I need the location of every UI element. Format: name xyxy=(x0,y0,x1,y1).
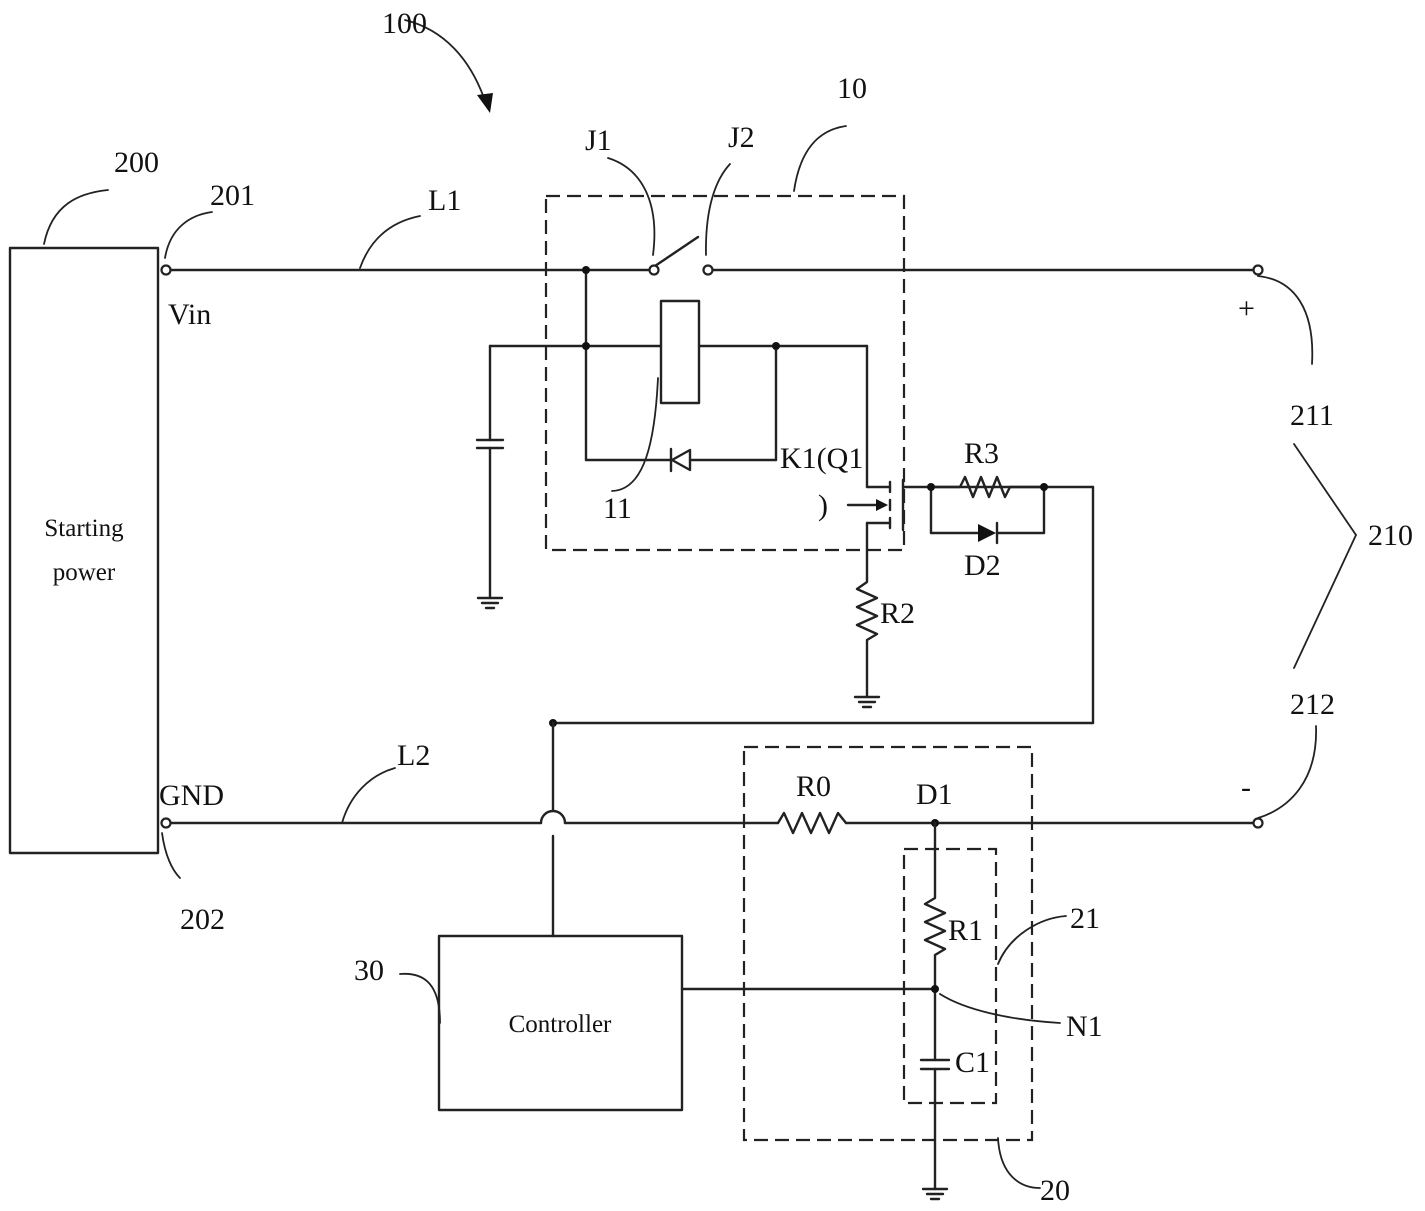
rc-branch xyxy=(682,823,949,1199)
resistor-r0 xyxy=(778,813,846,833)
diode-d2 xyxy=(978,524,996,542)
label-plus: + xyxy=(1238,292,1255,325)
resistor-r2 xyxy=(855,578,879,707)
contact-j2 xyxy=(704,266,713,275)
label-210: 210 xyxy=(1368,519,1413,552)
label-211: 211 xyxy=(1290,399,1334,432)
terminal-201 xyxy=(162,266,171,275)
switch-module-outline xyxy=(546,196,904,550)
label-d2: D2 xyxy=(964,549,1001,582)
label-n1: N1 xyxy=(1066,1010,1103,1043)
label-20: 20 xyxy=(1040,1174,1070,1207)
terminal-212 xyxy=(1254,819,1263,828)
label-30: 30 xyxy=(354,954,384,987)
label-gnd: GND xyxy=(159,779,224,812)
label-r1: R1 xyxy=(948,914,983,947)
contact-j1 xyxy=(650,266,659,275)
relay-coil xyxy=(661,301,699,403)
line-l1 xyxy=(170,237,1253,270)
label-c1: C1 xyxy=(955,1046,990,1079)
starting-power-label-1: Starting xyxy=(44,515,124,542)
freewheel-diode xyxy=(672,450,690,470)
label-d1: D1 xyxy=(916,778,953,811)
label-201: 201 xyxy=(210,179,255,212)
relay-switch-blade xyxy=(655,237,698,266)
label-100: 100 xyxy=(382,7,427,40)
label-j1: J1 xyxy=(585,124,612,157)
label-k1-q1: K1(Q1 xyxy=(780,442,863,475)
resistor-r1 xyxy=(925,823,945,1060)
label-l1: L1 xyxy=(428,184,461,217)
detect-module-outline xyxy=(744,747,1032,1140)
label-r0: R0 xyxy=(796,770,831,803)
label-21: 21 xyxy=(1070,902,1100,935)
label-vin: Vin xyxy=(168,298,211,331)
label-10: 10 xyxy=(837,72,867,105)
label-j2: J2 xyxy=(728,121,755,154)
terminal-211 xyxy=(1254,266,1263,275)
label-200: 200 xyxy=(114,146,159,179)
starting-power-block: Starting power xyxy=(10,248,158,853)
label-r2: R2 xyxy=(880,597,915,630)
starting-power-label-2: power xyxy=(53,559,116,586)
label-212: 212 xyxy=(1290,688,1335,721)
label-11: 11 xyxy=(603,492,632,525)
input-capacitor xyxy=(477,346,503,608)
label-k1-q1-close: ) xyxy=(818,489,828,522)
terminal-202 xyxy=(162,819,171,828)
label-202: 202 xyxy=(180,903,225,936)
label-l2: L2 xyxy=(397,739,430,772)
line-l2 xyxy=(170,811,1253,833)
controller-block: Controller xyxy=(439,936,682,1110)
label-minus: - xyxy=(1241,771,1251,804)
controller-label: Controller xyxy=(509,1011,612,1038)
label-r3: R3 xyxy=(964,437,999,470)
